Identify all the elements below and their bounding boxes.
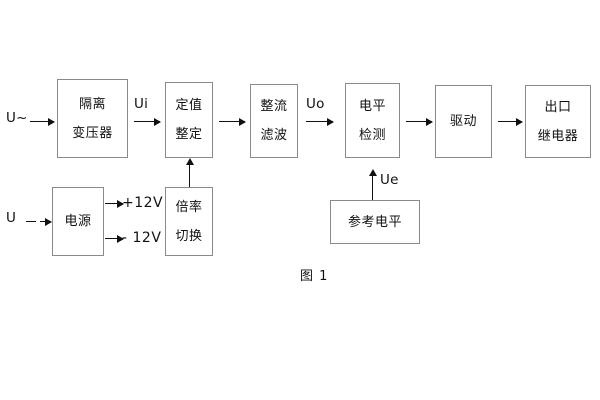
block-line: 倍率 — [175, 199, 203, 215]
block-ratio-switch: 倍率 切换 — [165, 187, 213, 256]
rail-positive-label: +12V — [122, 195, 164, 211]
block-rectify-filter: 整流 滤波 — [250, 84, 298, 158]
block-line: 整流 — [260, 99, 288, 114]
block-line: 出口 — [544, 99, 572, 115]
block-setpoint-adjust: 定值 整定 — [165, 82, 213, 158]
block-line: 驱动 — [449, 114, 477, 129]
block-line: 继电器 — [537, 128, 579, 144]
block-reference-level: 参考电平 — [330, 200, 420, 244]
arrow-level-detect-to-drive — [406, 117, 433, 126]
arrow-input-to-power-supply — [40, 217, 52, 226]
signal-ui-label: Ui — [134, 96, 149, 112]
arrow-setpoint-to-rectify — [219, 117, 246, 126]
arrow-ratio-switch-to-setpoint — [185, 158, 194, 187]
rail-negative-label: - 12V — [122, 230, 162, 246]
figure-caption: 图 1 — [300, 269, 329, 284]
block-isolation-transformer: 隔离 变压器 — [57, 79, 128, 158]
arrow-input-to-transformer — [30, 117, 55, 126]
block-line: 定值 — [175, 98, 203, 113]
block-line: 检测 — [358, 127, 386, 143]
dash-segment — [26, 221, 36, 222]
arrow-transformer-to-setpoint — [134, 117, 161, 126]
arrow-rail-negative — [105, 234, 124, 243]
arrow-reference-to-level-detect — [368, 169, 377, 200]
block-drive: 驱动 — [435, 85, 492, 158]
block-power-supply: 电源 — [52, 187, 104, 256]
block-level-detect: 电平 检测 — [345, 83, 400, 158]
block-line: 滤波 — [260, 128, 288, 143]
block-line: 变压器 — [72, 125, 113, 141]
block-line: 电源 — [64, 214, 92, 229]
block-line: 电平 — [358, 98, 386, 114]
input-ac-label: U~ — [6, 110, 28, 126]
arrow-rectify-to-level-detect — [306, 117, 334, 126]
input-dc-label: U — [6, 210, 17, 226]
block-line: 隔离 — [78, 96, 106, 112]
block-line: 切换 — [175, 228, 203, 244]
arrow-drive-to-output-relay — [498, 117, 523, 126]
signal-ue-label: Ue — [380, 172, 399, 188]
signal-uo-label: Uo — [306, 96, 325, 112]
arrow-rail-positive — [105, 199, 124, 208]
block-output-relay: 出口 继电器 — [525, 85, 591, 158]
block-line: 整定 — [175, 127, 203, 142]
block-line: 参考电平 — [347, 214, 402, 230]
